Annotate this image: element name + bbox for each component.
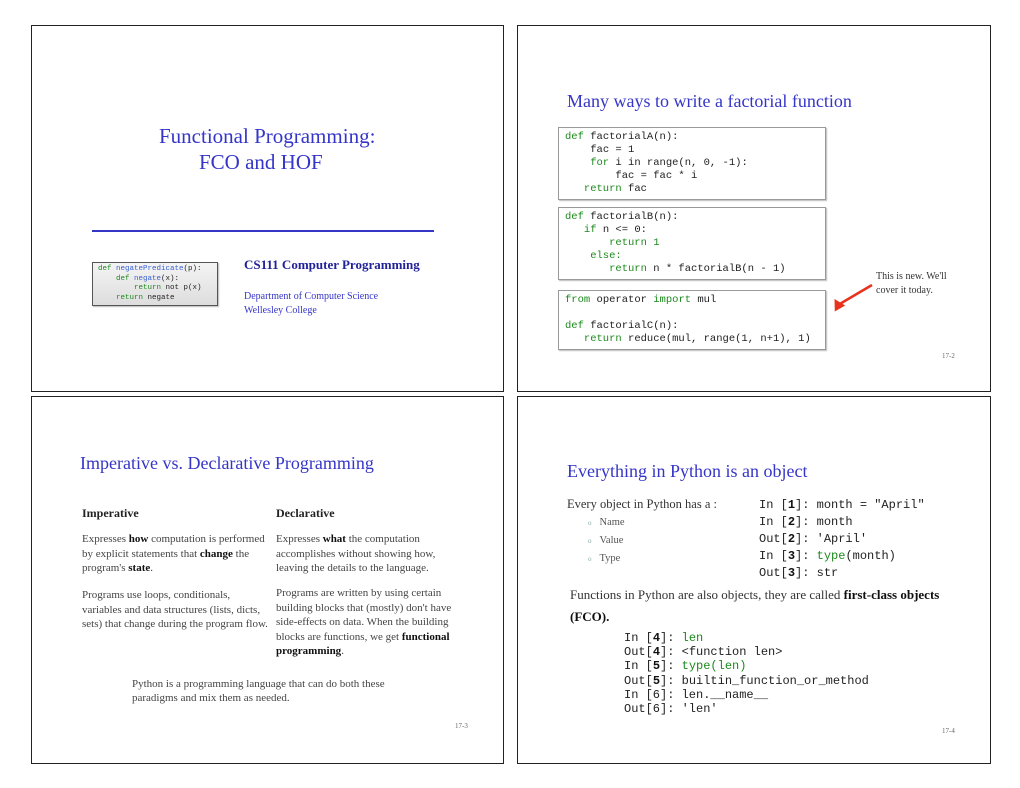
department: Department of Computer Science bbox=[244, 291, 379, 302]
code-line: def negatePredicate(p): bbox=[98, 265, 202, 273]
code-line: for i in range(n, 0, -1): bbox=[565, 157, 748, 169]
code-line: return reduce(mul, range(1, n+1), 1) bbox=[565, 333, 811, 345]
slide-title: Everything in Python is an object bbox=[567, 461, 808, 481]
code-line: return 1 bbox=[565, 237, 660, 249]
ipython-session-1: In [1]: month = "April" In [2]: month Ou… bbox=[759, 497, 925, 582]
ipython-line: In [4]: len bbox=[624, 631, 704, 645]
code-line: return n * factorialB(n - 1) bbox=[565, 263, 786, 275]
footer-line-1: Python is a programming language that ca… bbox=[132, 678, 385, 690]
ipython-line: Out[6]: 'len' bbox=[624, 702, 718, 717]
code-factorial-c: from operator import mul def factorialC(… bbox=[558, 290, 826, 350]
ipython-session-2: In [4]: len Out[4]: <function len> In [5… bbox=[624, 631, 869, 716]
college: Wellesley College bbox=[244, 305, 317, 316]
code-line: def factorialC(n): bbox=[565, 320, 679, 332]
declarative-paragraph-1: Expresses what the computation accomplis… bbox=[276, 533, 436, 574]
page-number: 17-4 bbox=[942, 727, 955, 735]
ipython-line: Out[3]: str bbox=[759, 566, 839, 580]
slide-3: Imperative vs. Declarative Programming I… bbox=[31, 396, 504, 764]
ipython-line: Out[4]: <function len> bbox=[624, 645, 783, 660]
column-heading-imperative: Imperative bbox=[82, 506, 139, 520]
ipython-line: Out[5]: builtin_function_or_method bbox=[624, 673, 869, 688]
code-blank-line bbox=[565, 307, 819, 320]
slide-title: Imperative vs. Declarative Programming bbox=[80, 453, 374, 473]
ipython-line: In [6]: len.__name__ bbox=[624, 687, 769, 702]
code-line: else: bbox=[565, 250, 622, 262]
ipython-line: In [1]: month = "April" bbox=[759, 498, 925, 512]
code-line: from operator import mul bbox=[565, 294, 717, 306]
code-line: fac = 1 bbox=[590, 144, 635, 156]
page-number: 17-2 bbox=[942, 352, 955, 360]
fco-paragraph: Functions in Python are also objects, th… bbox=[570, 587, 940, 624]
code-factorial-a: def factorialA(n): fac = 1 for i in rang… bbox=[558, 127, 826, 200]
code-negate-predicate: def negatePredicate(p): def negate(x): r… bbox=[92, 262, 218, 306]
column-heading-declarative: Declarative bbox=[276, 506, 335, 520]
slide-2: Many ways to write a factorial function … bbox=[517, 25, 991, 392]
page-number: 17-3 bbox=[455, 722, 468, 730]
code-line: fac = fac * i bbox=[615, 170, 698, 182]
title-divider bbox=[92, 230, 434, 232]
imperative-paragraph-2: Programs use loops, conditionals, variab… bbox=[82, 589, 268, 630]
title-line-2: FCO and HOF bbox=[199, 150, 323, 174]
ipython-line: Out[2]: 'April' bbox=[759, 532, 868, 546]
imperative-paragraph-1: Expresses how computation is performed b… bbox=[82, 533, 265, 574]
declarative-paragraph-2: Programs are written by using certain bu… bbox=[276, 587, 452, 657]
arrow-icon bbox=[834, 283, 873, 312]
code-line: return not p(x) bbox=[98, 284, 202, 292]
note-line-2: cover it today. bbox=[876, 285, 933, 296]
footer-line-2: paradigms and mix them as needed. bbox=[132, 692, 290, 704]
slide-title: Many ways to write a factorial function bbox=[567, 91, 852, 111]
slide-4: Everything in Python is an object Every … bbox=[517, 396, 991, 764]
ipython-line: In [2]: month bbox=[759, 515, 853, 529]
code-line: return negate bbox=[98, 293, 175, 302]
ipython-line: In [3]: type(month) bbox=[759, 549, 896, 563]
intro-text: Every object in Python has a : bbox=[567, 497, 717, 511]
course-name: CS111 Computer Programming bbox=[244, 257, 420, 272]
code-line: if n <= 0: bbox=[565, 224, 647, 236]
code-line: def factorialA(n): bbox=[565, 131, 679, 143]
title-line-1: Functional Programming: bbox=[159, 124, 376, 148]
code-factorial-b: def factorialB(n): if n <= 0: return 1 e… bbox=[558, 207, 826, 280]
code-line: return fac bbox=[565, 183, 647, 195]
code-line: def negate(x): bbox=[98, 274, 180, 283]
note-line-1: This is new. We'll bbox=[876, 271, 947, 282]
slide-1: Functional Programming: FCO and HOF def … bbox=[31, 25, 504, 392]
ipython-line: In [5]: type(len) bbox=[624, 659, 747, 674]
code-line: def factorialB(n): bbox=[565, 211, 679, 223]
